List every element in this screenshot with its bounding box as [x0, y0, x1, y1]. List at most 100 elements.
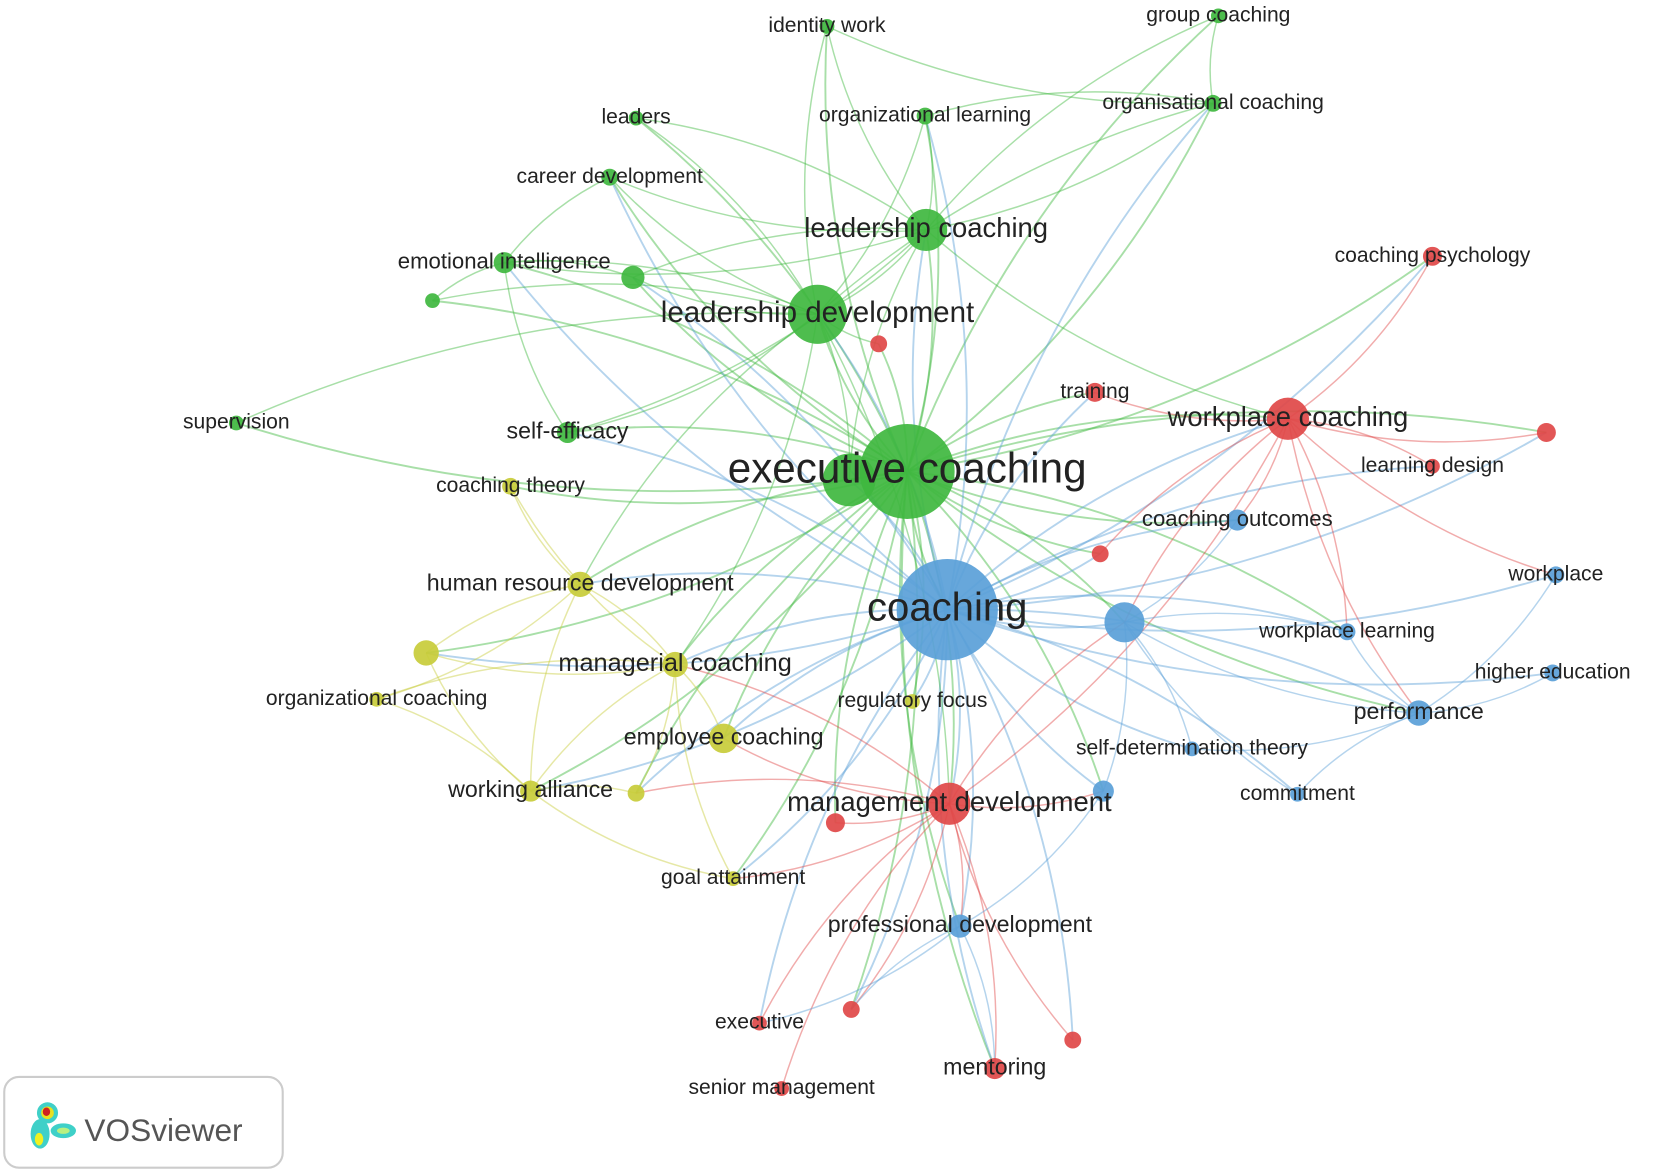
node-label[interactable]: coaching psychology [1335, 244, 1531, 267]
node-label[interactable]: leadership development [661, 296, 974, 329]
node-label[interactable]: higher education [1475, 661, 1631, 684]
network-node[interactable] [1536, 422, 1556, 442]
network-node-leaders[interactable] [628, 110, 644, 126]
network-node-training[interactable] [1085, 382, 1105, 402]
network-node[interactable] [1064, 1031, 1082, 1049]
node-label[interactable]: performance [1354, 698, 1484, 724]
network-node[interactable] [822, 453, 876, 507]
network-node[interactable] [1091, 545, 1109, 563]
network-node-workplace-coaching[interactable] [1266, 397, 1310, 440]
network-node-regulatory-focus[interactable] [905, 694, 920, 709]
node-label[interactable]: organizational learning [819, 104, 1031, 127]
node-label[interactable]: mentoring [943, 1054, 1046, 1080]
network-node-identity-work[interactable] [819, 18, 835, 34]
network-node-organizational-coaching[interactable] [369, 691, 384, 707]
network-link [925, 15, 1219, 231]
network-node[interactable] [870, 335, 888, 353]
network-link [1296, 712, 1420, 795]
node-label[interactable]: learning design [1361, 454, 1504, 477]
network-link [635, 117, 927, 231]
network-node-human-resource-development[interactable] [567, 571, 593, 598]
network-node-coaching-outcomes[interactable] [1226, 509, 1248, 531]
network-node-group-coaching[interactable] [1210, 8, 1226, 24]
node-label[interactable]: workplace learning [1258, 619, 1435, 642]
node-label[interactable]: organisational coaching [1102, 91, 1323, 114]
network-link [635, 470, 908, 794]
network-node-supervision[interactable] [228, 415, 244, 431]
network-node-performance[interactable] [1406, 700, 1432, 726]
network-node-management-development[interactable] [928, 782, 971, 825]
node-label[interactable]: self-determination theory [1076, 736, 1308, 759]
network-node[interactable] [425, 293, 440, 309]
network-link [924, 115, 968, 610]
network-node-emotional-intelligence[interactable] [493, 252, 515, 274]
node-label[interactable]: self-efficacy [507, 418, 629, 444]
network-node-goal-attainment[interactable] [725, 871, 741, 887]
network-node-learning-design[interactable] [1425, 458, 1440, 474]
network-node-coaching-psychology[interactable] [1422, 246, 1442, 266]
network-node[interactable] [842, 1001, 860, 1018]
network-node[interactable] [1092, 780, 1114, 802]
network-node-self-efficacy[interactable] [556, 421, 579, 444]
node-label[interactable]: professional development [828, 911, 1093, 937]
network-node-higher-education[interactable] [1544, 664, 1562, 682]
network-link [850, 609, 949, 1010]
network-node[interactable] [825, 813, 845, 833]
network-link [948, 803, 997, 1069]
network-node-coaching[interactable] [896, 559, 998, 661]
network-node-self-determination-theory[interactable] [1184, 741, 1200, 757]
network-node-career-development[interactable] [601, 168, 619, 186]
node-label[interactable]: coaching theory [436, 474, 585, 497]
network-link [608, 176, 948, 611]
network-node-employee-coaching[interactable] [708, 723, 739, 754]
network-node-coaching-theory[interactable] [502, 477, 519, 495]
node-label[interactable]: coaching outcomes [1142, 506, 1333, 531]
node-label[interactable]: regulatory focus [837, 689, 987, 712]
network-node-working-alliance[interactable] [520, 780, 542, 802]
node-label[interactable]: working alliance [447, 776, 613, 802]
node-label[interactable]: employee coaching [624, 723, 824, 749]
network-node-senior-management[interactable] [774, 1081, 790, 1096]
network-node-leadership-coaching[interactable] [905, 208, 948, 252]
network-node-organisational-coaching[interactable] [1204, 94, 1222, 112]
network-node-professional-development[interactable] [948, 914, 972, 938]
node-label[interactable]: executive coaching [728, 445, 1087, 492]
node-label[interactable]: goal attainment [661, 866, 805, 889]
node-label[interactable]: managerial coaching [558, 649, 791, 677]
network-node-workplace[interactable] [1547, 566, 1565, 584]
network-node-commitment[interactable] [1290, 786, 1305, 802]
node-label[interactable]: management development [787, 786, 1112, 817]
node-label[interactable]: group coaching [1146, 3, 1290, 26]
network-node-managerial-coaching[interactable] [662, 651, 688, 678]
node-label[interactable]: organizational coaching [266, 687, 487, 710]
network-node[interactable] [413, 640, 439, 666]
node-label[interactable]: leaders [602, 106, 671, 129]
network-node-executive-coaching[interactable] [859, 424, 955, 519]
network-link [906, 470, 1105, 792]
node-label[interactable]: coaching [867, 585, 1027, 629]
node-label[interactable]: leadership coaching [804, 212, 1048, 243]
node-label[interactable]: identity work [768, 14, 886, 37]
node-label[interactable]: senior management [688, 1076, 874, 1099]
node-label[interactable]: training [1060, 380, 1129, 403]
node-label[interactable]: executive [715, 1011, 804, 1034]
network-link [946, 102, 1214, 610]
network-link [946, 609, 1074, 1041]
network-node[interactable] [621, 265, 645, 290]
node-label[interactable]: workplace [1507, 562, 1603, 585]
network-node-mentoring[interactable] [984, 1057, 1006, 1080]
network-node[interactable] [627, 784, 645, 802]
node-label[interactable]: career development [517, 165, 703, 188]
network-link [376, 659, 676, 701]
network-node[interactable] [1104, 602, 1145, 643]
network-node-executive[interactable] [752, 1015, 767, 1031]
node-label[interactable]: commitment [1240, 782, 1355, 805]
network-node-leadership-development[interactable] [787, 284, 848, 344]
node-label[interactable]: human resource development [427, 569, 734, 595]
network-node-organizational-learning[interactable] [916, 107, 934, 125]
network-node-workplace-learning[interactable] [1338, 623, 1356, 641]
node-label[interactable]: workplace coaching [1167, 401, 1409, 432]
node-label[interactable]: supervision [183, 411, 290, 434]
node-label[interactable]: emotional intelligence [398, 248, 611, 273]
